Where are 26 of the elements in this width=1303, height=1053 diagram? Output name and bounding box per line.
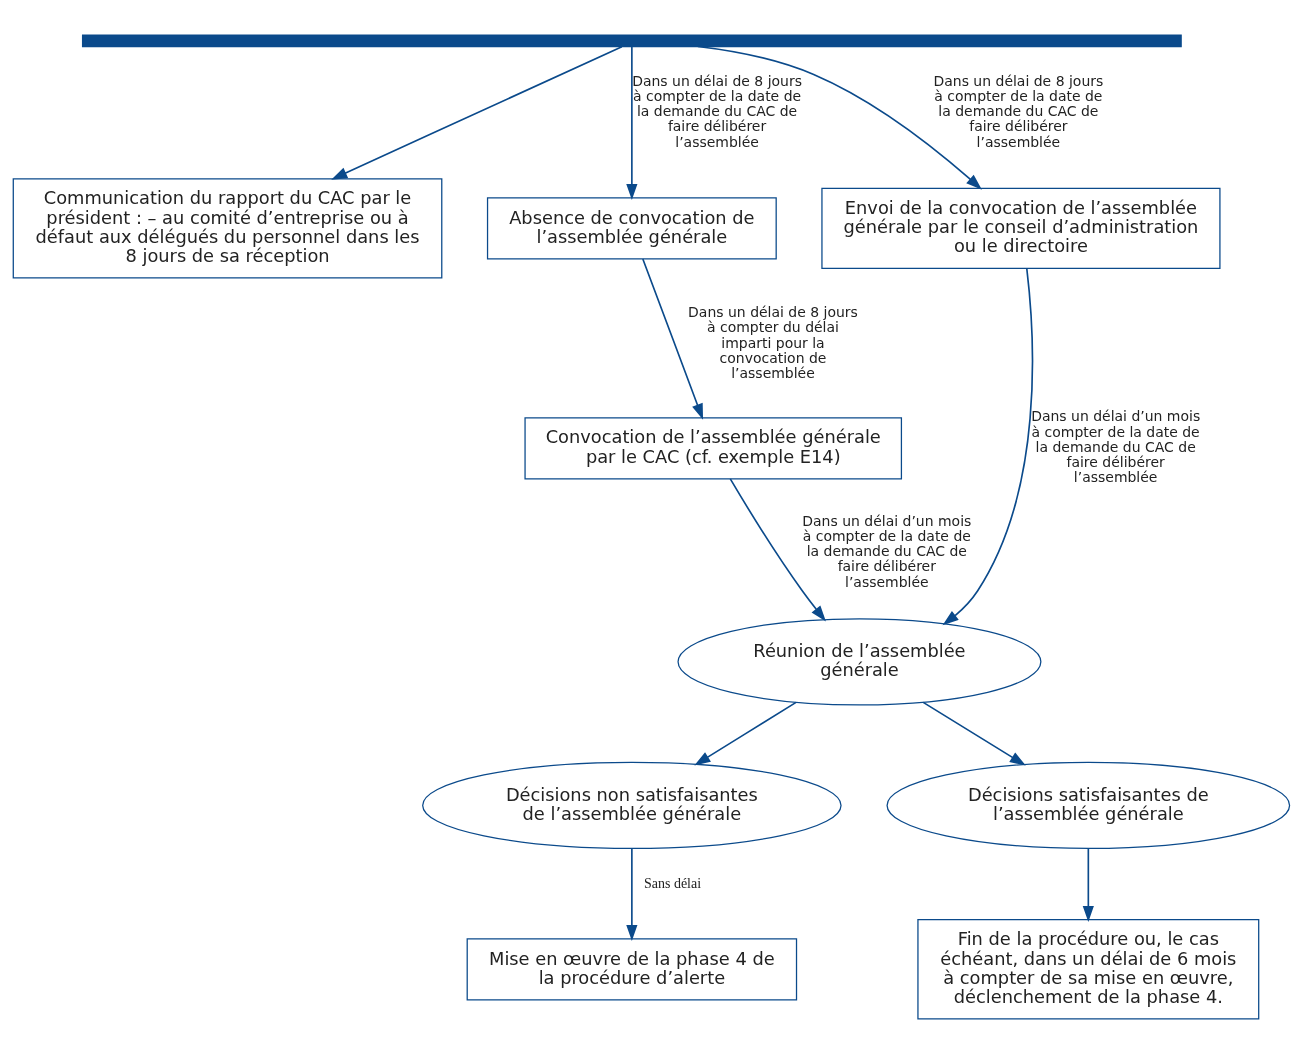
arrow — [331, 45, 623, 180]
node-box: Communication du rapport du CAC par le président : – au comité d’entreprise ou à défaut aux délégués du personnel dans les 8 jours de sa réception — [12, 177, 443, 279]
node-ellipse: Décisions satisfaisantes de l’assemblée générale — [886, 761, 1291, 849]
node-ellipse: Réunion de l’assemblée générale — [677, 617, 1042, 706]
edge-label: Dans un délai d’un mois à compter de la date de la demande du CAC de faire délibérer l’assemblée — [1031, 407, 1201, 485]
edge-label: Dans un délai d’un mois à compter de la date de la demande du CAC de faire délibérer l’assemblée — [802, 512, 972, 590]
arrow — [1082, 847, 1094, 922]
edge-label: Dans un délai de 8 jours à compter de la date de la demande du CAC de faire délibérer l’assemblée — [933, 72, 1104, 150]
edge-label: Dans un délai de 8 jours à compter de la date de la demande du CAC de faire délibérer l’assemblée — [632, 72, 802, 150]
arrow — [694, 701, 797, 765]
node-box: Envoi de la convocation de l’assemblée générale par le conseil d’administration ou le directoire — [821, 187, 1221, 269]
arrow — [642, 257, 704, 420]
node-box: Mise en œuvre de la phase 4 de la procédure d’alerte — [466, 937, 798, 1000]
node-box: Convocation de l’assemblée générale par le CAC (cf. exemple E14) — [524, 416, 903, 479]
node-bar — [81, 33, 1182, 47]
node-box: Absence de convocation de l’assemblée générale — [486, 196, 777, 259]
arrow — [697, 45, 982, 190]
arrow — [626, 45, 638, 200]
arrow — [922, 701, 1026, 766]
arrow — [626, 847, 638, 941]
arrow — [729, 477, 826, 621]
node-box: Fin de la procédure ou, le cas échéant, dans un délai de 6 mois à compter de sa mise en œuvre, déclenchement de la phase 4. — [917, 918, 1260, 1020]
edge-label: Dans un délai de 8 jours à compter du délai imparti pour la convocation de l’assemblée — [688, 303, 858, 381]
arrow — [942, 267, 1034, 625]
node-ellipse: Décisions non satisfaisantes de l’assemblée générale — [422, 761, 842, 849]
edge-label: Sans délai — [644, 875, 702, 891]
